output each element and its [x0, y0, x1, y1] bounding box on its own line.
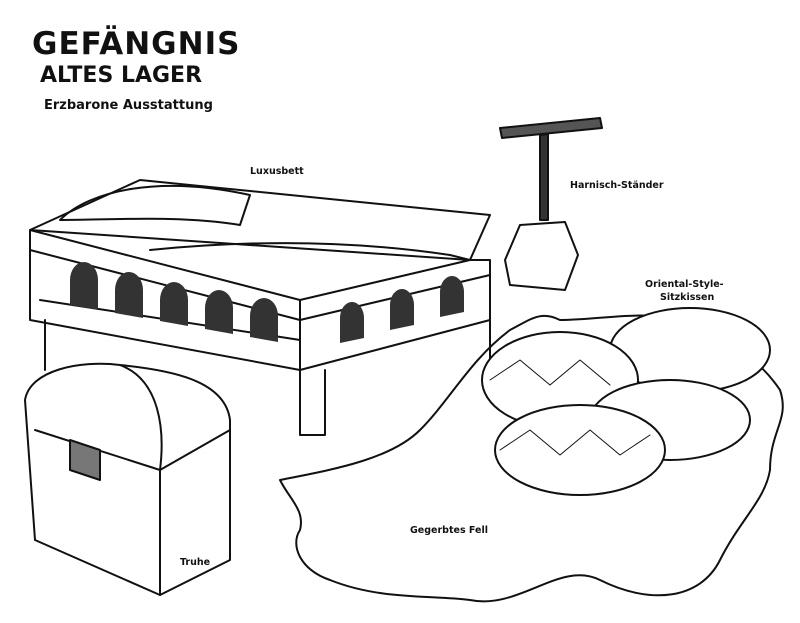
chest [24, 362, 231, 596]
page-title: GEFÄNGNIS [32, 26, 241, 62]
luxury-bed [29, 179, 491, 436]
page-subtitle: ALTES LAGER [40, 63, 203, 88]
label-cushions-line2: Sitzkissen [660, 292, 715, 303]
label-armor-stand: Harnisch-Ständer [570, 180, 664, 191]
label-chest: Truhe [180, 557, 211, 568]
page-caption: Erzbarone Ausstattung [44, 98, 213, 113]
label-fur: Gegerbtes Fell [410, 525, 488, 536]
fur-rug [279, 314, 784, 603]
label-cushions-line1: Oriental-Style- [645, 279, 724, 290]
cushions [481, 307, 771, 496]
label-bed: Luxusbett [250, 166, 304, 177]
armor-stand [499, 117, 603, 291]
